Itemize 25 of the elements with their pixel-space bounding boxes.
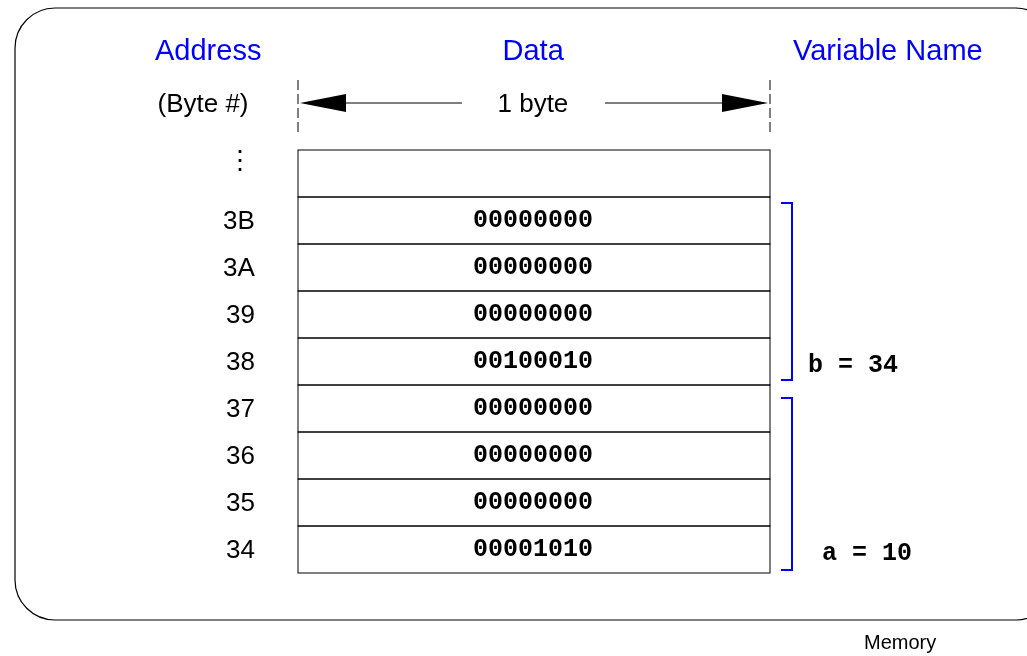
column-heading: Data — [502, 35, 564, 65]
variable-label: b = 34 — [808, 352, 898, 378]
bit-value: 00000000 — [473, 207, 594, 233]
variable-label: a = 10 — [822, 540, 912, 566]
caption: Memory — [864, 632, 937, 652]
address-label: 37 — [226, 395, 255, 421]
ellipsis: ⋮ — [227, 147, 253, 173]
bit-value: 00000000 — [473, 442, 594, 468]
bit-value: 00000000 — [473, 254, 594, 280]
address-label: 36 — [226, 442, 255, 468]
column-heading: Address — [155, 35, 262, 65]
bit-value: 00000000 — [473, 489, 594, 515]
address-label: 3A — [223, 254, 255, 280]
address-label: 39 — [226, 301, 255, 327]
dimension-label: 1 byte — [497, 90, 569, 116]
bit-value: 00100010 — [473, 348, 594, 374]
address-label: 38 — [226, 348, 255, 374]
bit-value: 00000000 — [473, 395, 594, 421]
address-label: 35 — [226, 489, 255, 515]
address-label: 3B — [223, 207, 255, 233]
column-subheading: (Byte #) — [157, 90, 249, 116]
column-heading: Variable Name — [793, 35, 983, 65]
address-label: 34 — [226, 536, 255, 562]
bit-value: 00001010 — [473, 536, 594, 562]
bit-value: 00000000 — [473, 301, 594, 327]
